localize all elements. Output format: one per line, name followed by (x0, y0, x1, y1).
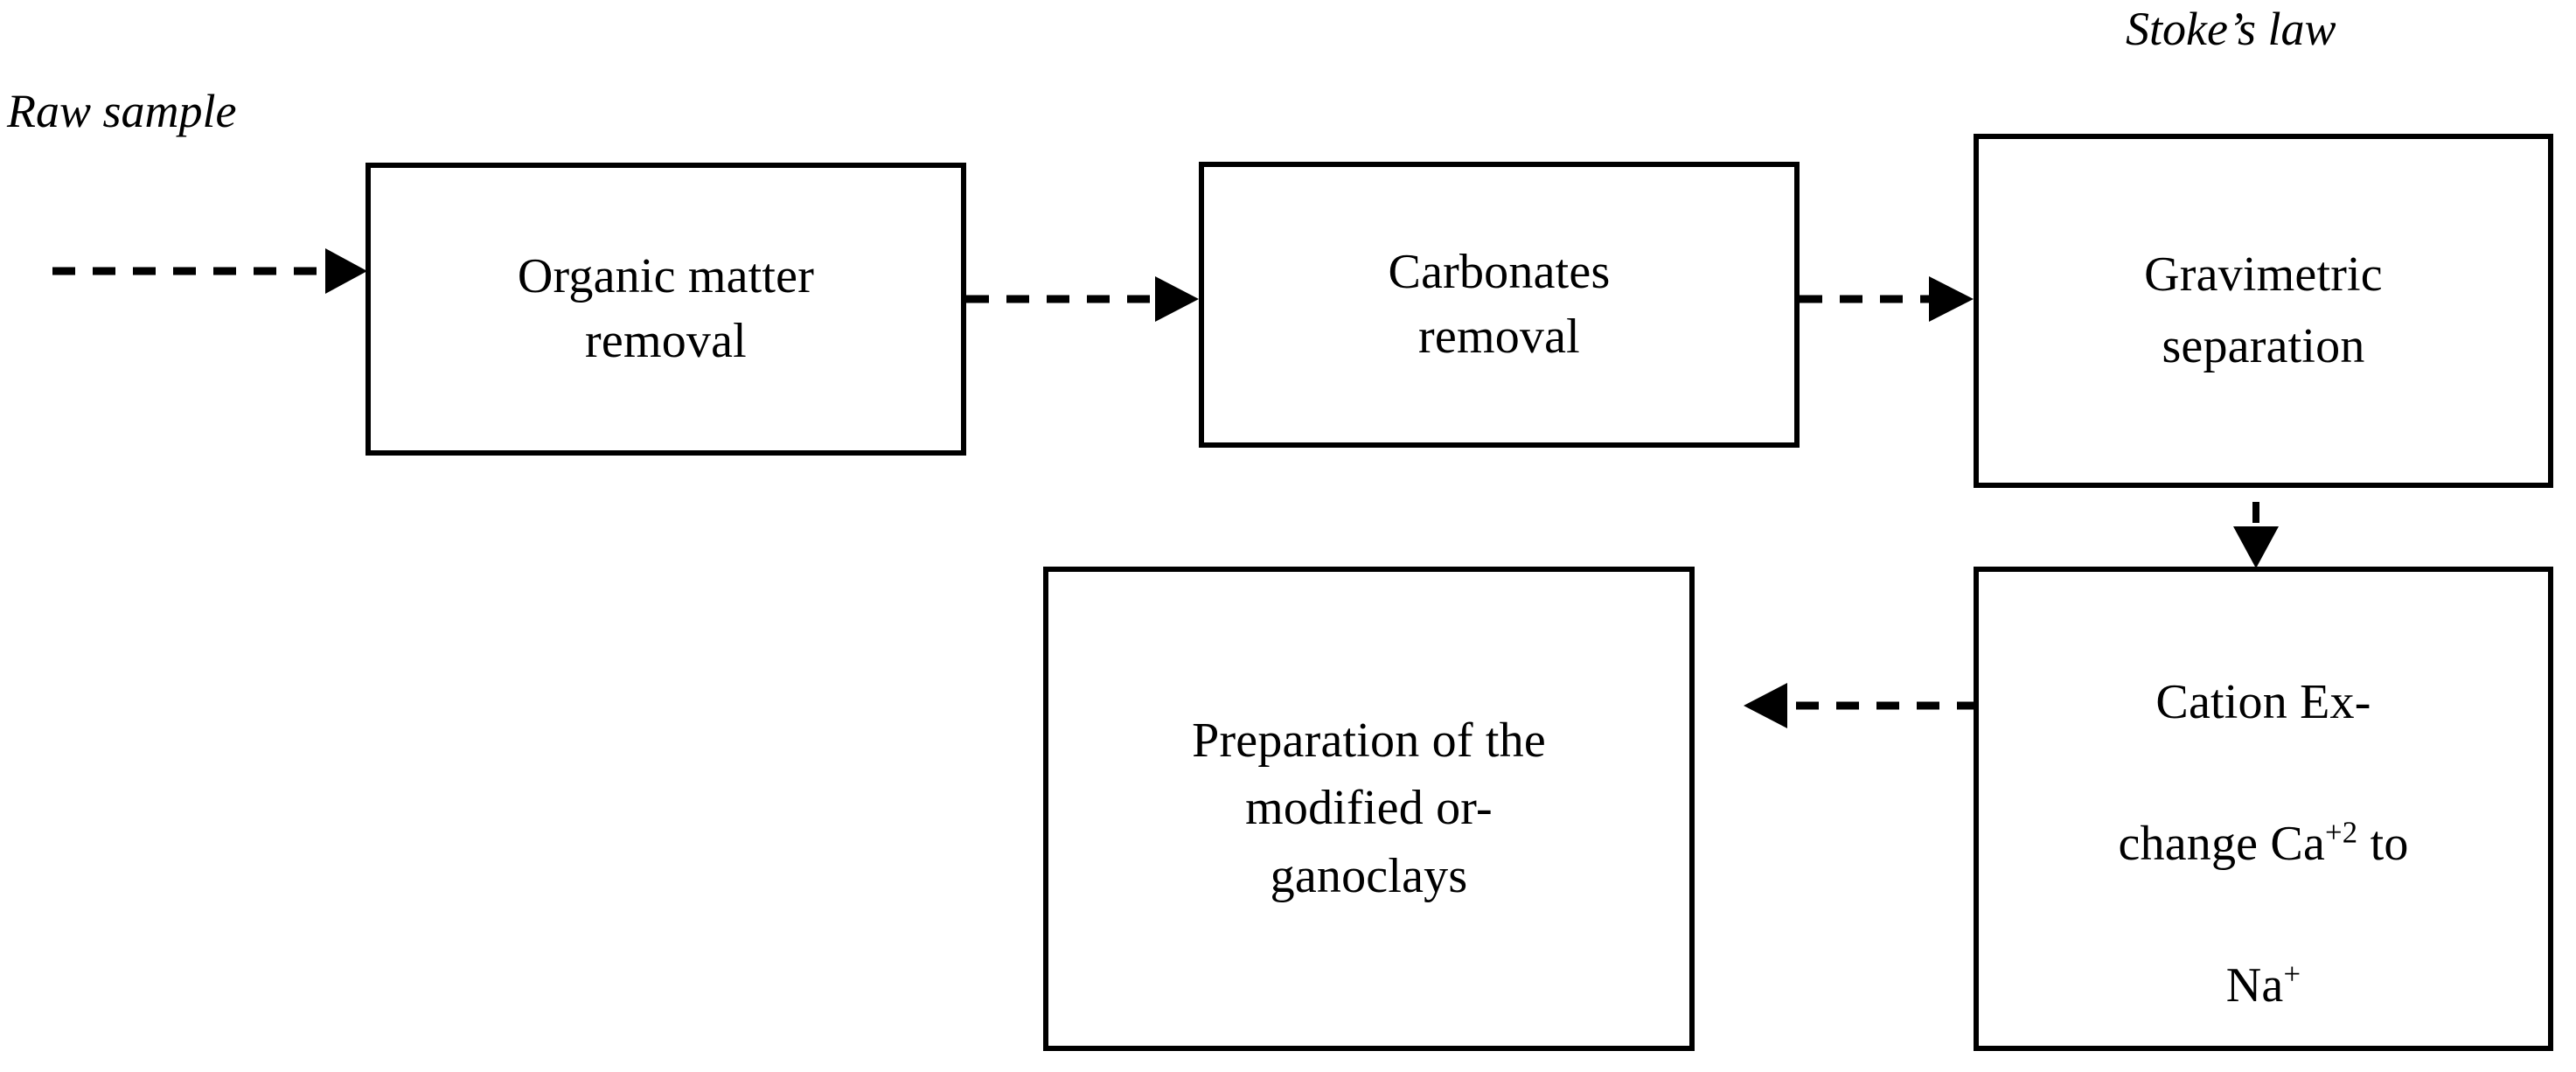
node-label-gravimetric-separation: Gravimetric separation (2144, 247, 2383, 373)
annotation-stokes-law: Stoke’s law (2126, 3, 2336, 55)
edge-gravimetric-separation-to-cation-exchange (2233, 348, 2279, 572)
edge-cation-exchange-to-preparation-organoclays (1695, 683, 1980, 728)
node-organic-matter-removal[interactable]: Organic matter removal (366, 163, 966, 456)
node-label-organic-matter-removal: Organic matter removal (517, 248, 815, 368)
node-preparation-organoclays[interactable]: Preparation of the modified or- ganoclay… (1043, 567, 1695, 1051)
node-cation-exchange[interactable]: Cation Ex- change Ca+2 to Na+ (1974, 567, 2553, 1051)
node-label-cation-exchange: Cation Ex- change Ca+2 to Na+ (1979, 595, 2548, 1021)
node-label-carbonates-removal: Carbonates removal (1388, 244, 1611, 364)
cation-line-3-prefix: Na (2225, 958, 2284, 1013)
cation-line-2-suffix: to (2357, 817, 2409, 871)
edge-carbonates-removal-to-gravimetric-separation (1800, 276, 1980, 322)
cation-line-2-prefix: change Ca (2118, 817, 2326, 871)
cation-charge-calcium: +2 (2325, 815, 2358, 850)
node-carbonates-removal[interactable]: Carbonates removal (1199, 162, 1800, 448)
node-label-preparation-organoclays: Preparation of the modified or- ganoclay… (1192, 714, 1546, 903)
edge-organic-matter-removal-to-carbonates-removal (966, 276, 1204, 322)
cation-charge-sodium: + (2283, 957, 2301, 992)
node-gravimetric-separation[interactable]: Gravimetric separation (1974, 134, 2553, 488)
annotation-raw-sample: Raw sample (7, 85, 237, 137)
edge-raw-sample-to-organic-matter-removal (52, 248, 372, 294)
cation-line-1: Cation Ex- (2155, 674, 2371, 729)
